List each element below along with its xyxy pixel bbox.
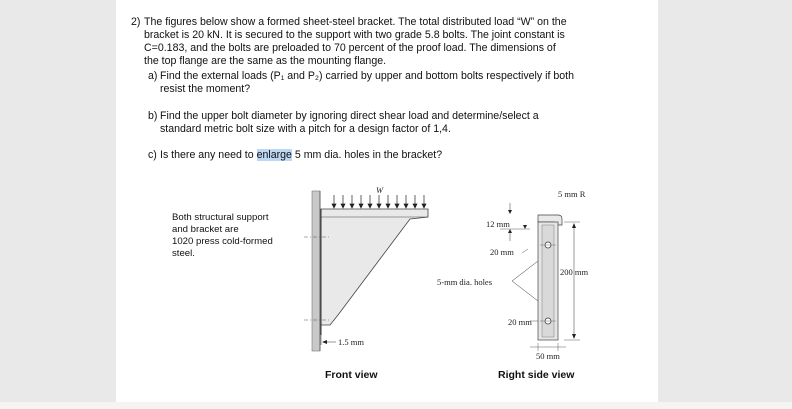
holes-label: 5-mm dia. holes [437,277,492,287]
part-b-line-2: standard metric bolt size with a pitch f… [160,123,451,135]
material-note-line-3: 1020 press cold-formed [172,236,273,247]
part-a-label: a) [148,70,158,82]
part-a: a)Find the external loads (P₁ and P₂) ca… [148,70,628,96]
question-line-4: the top flange are the same as the mount… [144,55,387,67]
question-text: 2) The figures below show a formed sheet… [131,16,634,68]
question-line-2: bracket is 20 kN. It is secured to the s… [144,29,565,41]
distributed-load-arrows [331,195,427,209]
dim-50mm: 50 mm [536,351,560,361]
dim-5mm-r: 5 mm R [558,189,586,199]
wall-support [311,190,321,352]
material-note: Both structural support and bracket are … [172,212,292,260]
part-c: c)Is there any need to enlarge 5 mm dia.… [148,149,628,162]
dim-200mm: 200 mm [560,267,588,277]
part-c-pre: Is there any need to [160,149,257,161]
dim-12mm: 12 mm [486,219,510,229]
part-b-label: b) [148,110,158,122]
thickness-label: 1.5 mm [338,337,364,347]
question-number: 2) [131,16,141,28]
material-note-line-4: steel. [172,248,195,259]
front-view-caption: Front view [325,369,378,381]
part-c-label: c) [148,149,157,161]
load-label: W [376,185,384,195]
dim-20mm-bottom: 20 mm [508,317,532,327]
part-b-line-1: Find the upper bolt diameter by ignoring… [160,110,539,122]
dim-20mm-top: 20 mm [490,247,514,257]
part-a-line-2: resist the moment? [160,83,251,95]
material-note-line-2: and bracket are [172,224,239,235]
side-view-figure: 5 mm R 12 mm 20 mm 200 mm 5-mm dia. hole… [437,189,588,361]
side-view-caption: Right side view [498,369,575,381]
part-c-highlight: enlarge [256,149,292,161]
part-c-post: 5 mm dia. holes in the bracket? [291,149,443,161]
material-note-line-1: Both structural support [172,212,269,223]
bottom-strip [0,402,792,409]
question-line-1: The figures below show a formed sheet-st… [144,16,567,28]
question-line-3: C=0.183, and the bolts are preloaded to … [144,42,556,54]
part-b: b)Find the upper bolt diameter by ignori… [148,110,628,136]
front-view-figure: W 1.5 mm [304,185,429,352]
part-a-line-1: Find the external loads (P₁ and P₂) carr… [160,70,574,82]
bracket-body [320,208,429,326]
